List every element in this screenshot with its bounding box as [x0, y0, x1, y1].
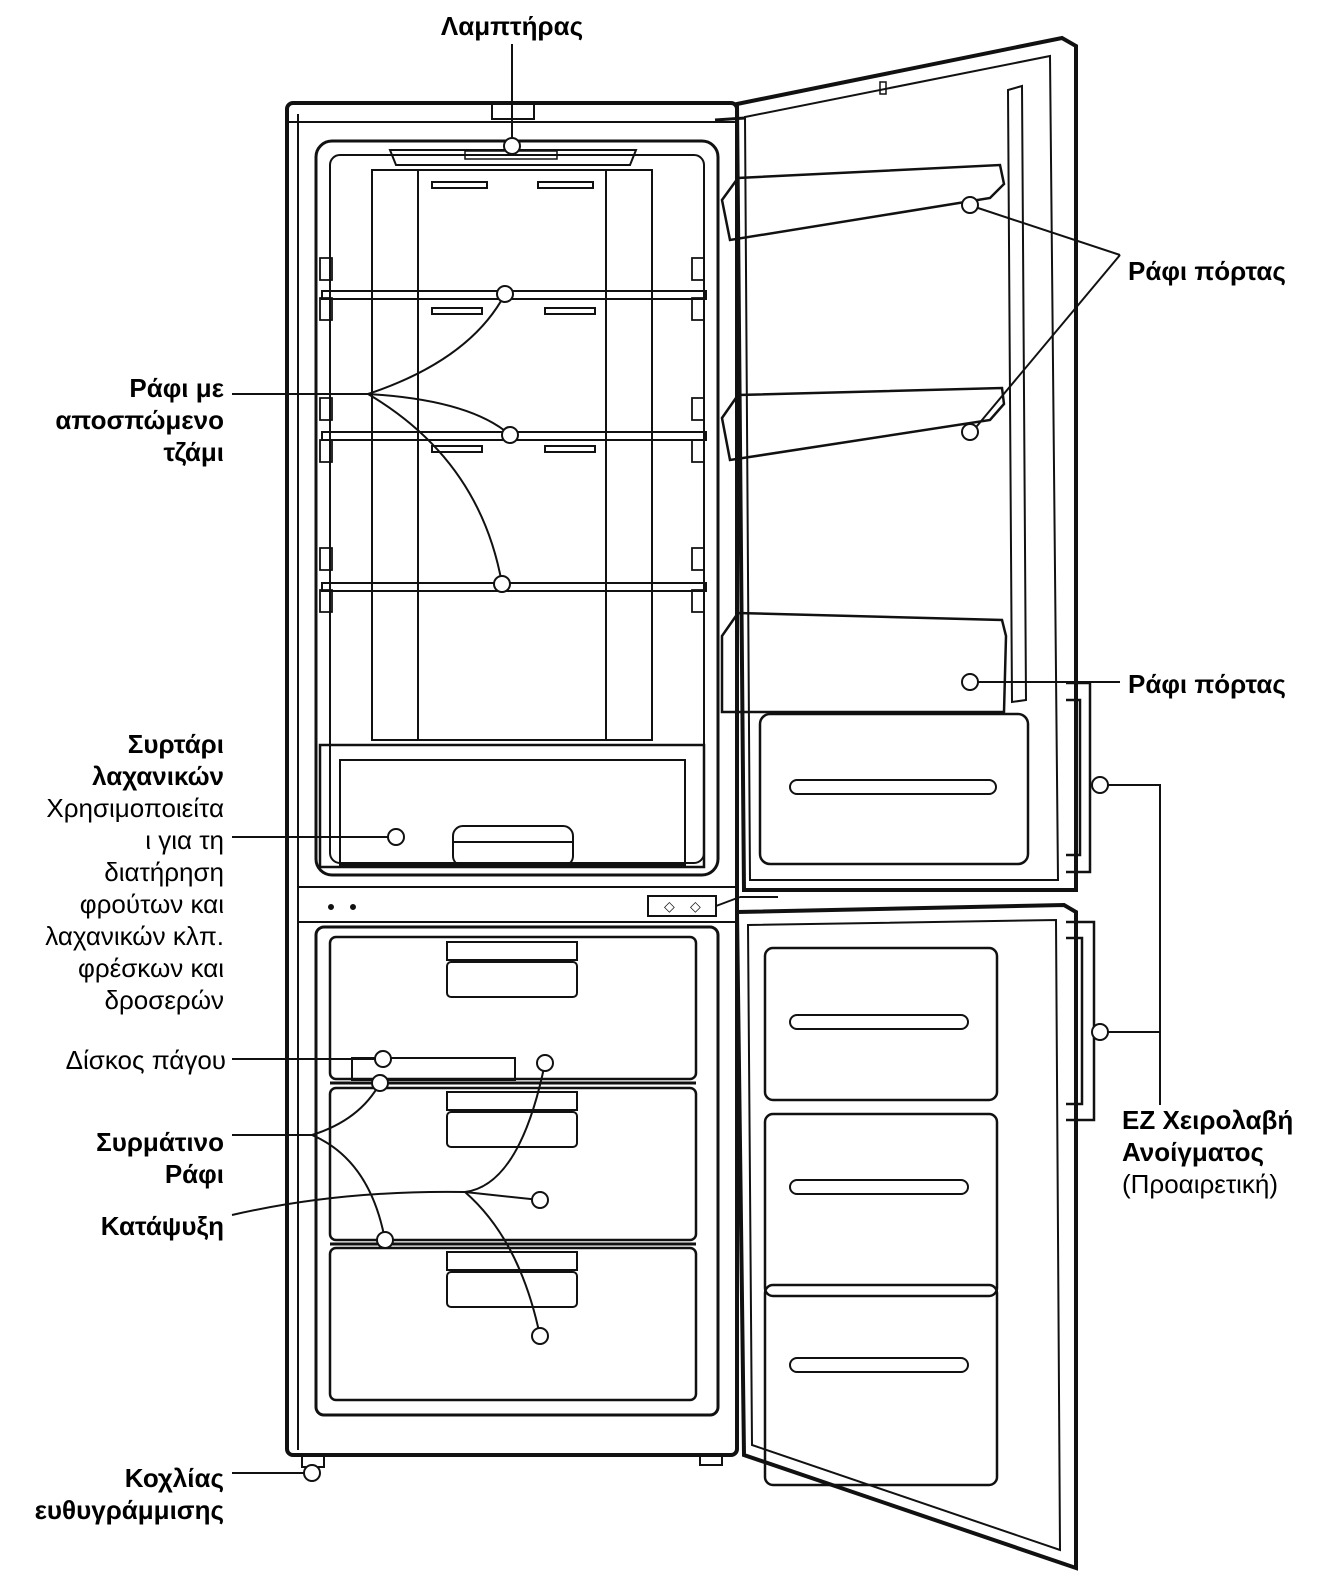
vegetable-drawer-desc-5: λαχανικών κλπ. [45, 921, 224, 951]
glass-shelf-line-2: αποσπώμενο [55, 405, 224, 435]
vegetable-drawer-title-2: λαχανικών [92, 761, 224, 791]
callouts [232, 44, 1160, 1481]
glass-shelf-label: Ράφι με αποσπώμενο τζάμι [10, 372, 224, 468]
door-shelf-marker-1 [962, 197, 978, 213]
leveling-screw-line-1: Κοχλίας [124, 1463, 224, 1493]
lamp-label: Λαμπτήρας [440, 11, 584, 41]
freezer-marker-3 [532, 1328, 548, 1344]
glass-shelf-line-3: τζάμι [163, 437, 224, 467]
wire-shelf-label: Συρμάτινο Ράφι [10, 1126, 224, 1190]
leveling-screw-label: Κοχλίας ευθυγράμμισης [4, 1462, 224, 1526]
glass-shelf-marker-1 [497, 286, 513, 302]
glass-shelf-marker-2 [502, 427, 518, 443]
vegetable-drawer-desc-2: ι για τη [145, 825, 224, 855]
vegetable-drawer-label: Συρτάρι λαχανικών Χρησιμοποιείτα ι για τ… [4, 728, 224, 1016]
handle-marker-2 [1092, 1024, 1108, 1040]
control-strip: ◇ ◇ [298, 887, 778, 922]
vegetable-drawer-desc-3: διατήρηση [104, 857, 224, 887]
fridge-door [715, 38, 1090, 890]
lamp-marker [504, 138, 520, 154]
svg-text:◇: ◇ [664, 899, 675, 915]
glass-shelf-marker-3 [494, 576, 510, 592]
glass-shelf-line-1: Ράφι με [129, 373, 224, 403]
wire-shelf-marker-2 [377, 1232, 393, 1248]
lower-handle [1066, 922, 1094, 1120]
door-shelf-marker-3 [962, 674, 978, 690]
freezer-marker-1 [537, 1055, 553, 1071]
ice-tray-marker [375, 1051, 391, 1067]
leveling-foot-right [700, 1455, 722, 1465]
freezer-marker-2 [532, 1192, 548, 1208]
lamp-cover [390, 150, 636, 165]
ice-tray-label: Δίσκος πάγου [65, 1045, 226, 1075]
vegetable-drawer-desc-6: φρέσκων και [78, 953, 224, 983]
handle-line-1: EZ Χειρολαβή [1122, 1105, 1294, 1135]
door-shelf-label-top: Ράφι πόρτας [1128, 256, 1286, 286]
handle-line-2: Ανοίγματος [1122, 1137, 1265, 1167]
vegetable-drawer-title-1: Συρτάρι [127, 729, 224, 759]
freezer-drawer-2 [330, 1088, 696, 1240]
wire-shelf-marker-1 [372, 1075, 388, 1091]
fridge-compartment [316, 141, 718, 875]
handle-optional: (Προαιρετική) [1122, 1169, 1279, 1199]
svg-text:◇: ◇ [690, 899, 701, 915]
leveling-screw-marker [304, 1465, 320, 1481]
cabinet [287, 103, 737, 1467]
vegetable-drawer [320, 745, 704, 867]
vegetable-drawer-desc-7: δροσερών [104, 985, 224, 1015]
ice-tray-shape [352, 1058, 515, 1080]
door-bins [722, 165, 1006, 712]
door-shelf-marker-2 [962, 424, 978, 440]
wire-shelf-line-2: Ράφι [164, 1159, 224, 1189]
handle-label: EZ Χειρολαβή Ανοίγματος (Προαιρετική) [1122, 1104, 1332, 1200]
vegetable-drawer-marker [388, 829, 404, 845]
freezer-drawer-3 [330, 1248, 696, 1400]
freezer-door [737, 905, 1094, 1568]
wire-shelf-line-1: Συρμάτινο [96, 1127, 224, 1157]
handle-marker-1 [1092, 777, 1108, 793]
vegetable-drawer-desc-1: Χρησιμοποιείτα [46, 793, 224, 823]
control-panel [648, 896, 716, 916]
freezer-compartment [316, 927, 718, 1415]
freezer-label: Κατάψυξη [100, 1211, 224, 1241]
door-shelf-label-bottom: Ράφι πόρτας [1128, 669, 1286, 699]
leveling-screw-line-2: ευθυγράμμισης [34, 1495, 224, 1525]
vegetable-drawer-desc-4: φρούτων και [79, 889, 224, 919]
